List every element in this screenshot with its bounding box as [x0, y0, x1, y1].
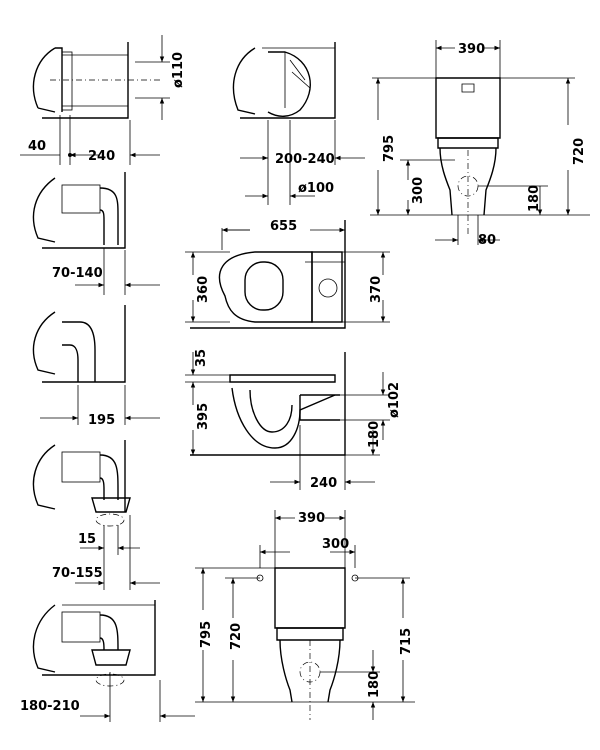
dim-height-720-a: 720	[572, 138, 587, 165]
plan-view: 655 360 370	[185, 219, 390, 329]
side-section: 35 395 ø102 180 240	[185, 349, 402, 491]
dim-range-180-210: 180-210	[20, 699, 80, 714]
variant-elbow-70-140: 70-140	[32, 172, 160, 295]
dim-height-795-b: 795	[199, 621, 214, 648]
dim-pipe-diameter-110: ø110	[171, 52, 186, 88]
dim-tank-width-390-b: 390	[298, 511, 325, 526]
dim-offset-40: 40	[28, 139, 46, 154]
dim-length-655: 655	[270, 219, 297, 234]
dim-depth-195: 195	[88, 413, 115, 428]
front-elevation-top: 390 795 720 300 180 80	[370, 40, 590, 248]
dim-tank-width-390-a: 390	[458, 42, 485, 57]
dim-height-720-b: 720	[229, 623, 244, 650]
dim-pipe-diameter-102: ø102	[387, 382, 402, 418]
dim-spacing-300: 300	[322, 537, 349, 552]
front-elevation-bottom: 390 300 795 720 715 180	[195, 510, 415, 720]
dim-width-360: 360	[196, 276, 211, 303]
dim-offset-80: 80	[478, 233, 496, 248]
dim-height-180-a: 180	[367, 421, 382, 448]
dim-height-300: 300	[411, 177, 426, 204]
dim-height-795-a: 795	[382, 135, 397, 162]
dim-height-395: 395	[196, 403, 211, 430]
dim-pipe-diameter-100: ø100	[298, 181, 334, 196]
dim-offset-15: 15	[78, 532, 96, 547]
dim-range-70-140: 70-140	[52, 266, 103, 281]
variant-trap-70-155: 15 70-155	[32, 440, 160, 590]
dim-width-370: 370	[369, 276, 384, 303]
dim-height-180-b: 180	[527, 185, 542, 212]
bend-detail: 200-240 ø100	[232, 42, 365, 205]
dim-height-180-c: 180	[367, 671, 382, 698]
dim-offset-35: 35	[194, 349, 209, 367]
dim-range-70-155: 70-155	[52, 566, 103, 581]
variant-vertical-195: 195	[32, 305, 160, 428]
dim-range-200-240: 200-240	[275, 152, 335, 167]
variant-trap-180-210: 180-210	[20, 600, 195, 722]
dim-height-715: 715	[399, 628, 414, 655]
dim-depth-240-b: 240	[310, 476, 337, 491]
variant-horizontal-outlet: ø110 40 240	[20, 35, 186, 165]
dim-depth-240-a: 240	[88, 149, 115, 164]
